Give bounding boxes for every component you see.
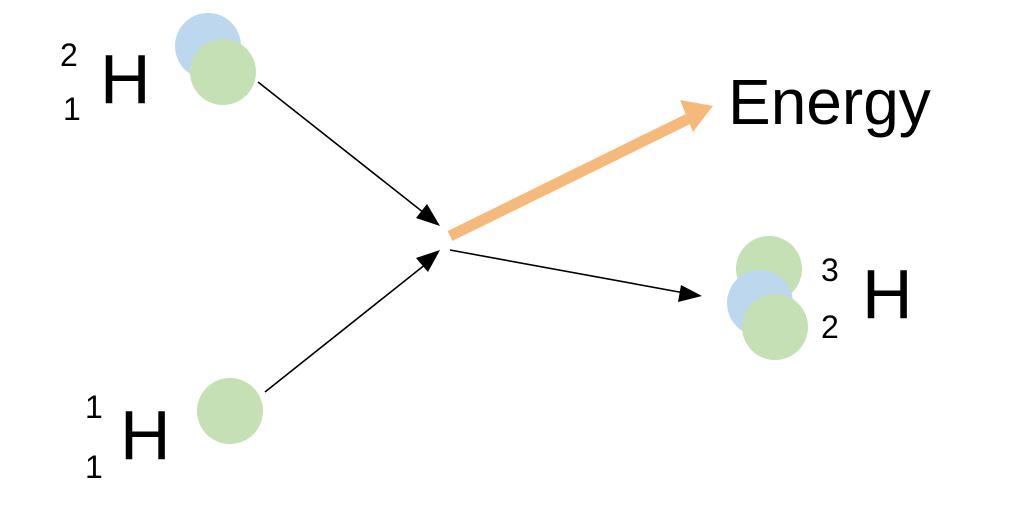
- arrowhead-icon: [416, 250, 440, 272]
- deuterium-atomic-number: 1: [63, 91, 81, 127]
- deuterium-mass-number: 2: [60, 37, 78, 73]
- energy-arrowhead-icon: [680, 100, 713, 132]
- product-symbol: H: [862, 255, 913, 333]
- hydrogen-mass-number: 1: [85, 389, 103, 425]
- arrowhead-icon: [678, 285, 702, 302]
- arrow-reaction-to-product: [449, 249, 691, 295]
- arrow-deuterium-to-reaction: [257, 81, 439, 225]
- proton-icon: [742, 294, 808, 360]
- arrow-hydrogen-to-reaction: [264, 255, 437, 393]
- deuterium-symbol: H: [100, 40, 151, 118]
- hydrogen-symbol: H: [120, 396, 171, 474]
- energy-arrow: [447, 114, 691, 241]
- arrowhead-icon: [416, 204, 440, 226]
- proton-icon: [190, 39, 256, 105]
- product-atomic-number: 2: [821, 309, 839, 345]
- hydrogen-atomic-number: 1: [85, 449, 103, 485]
- proton-icon: [197, 378, 263, 444]
- energy-label: Energy: [728, 66, 931, 138]
- product-mass-number: 3: [821, 252, 839, 288]
